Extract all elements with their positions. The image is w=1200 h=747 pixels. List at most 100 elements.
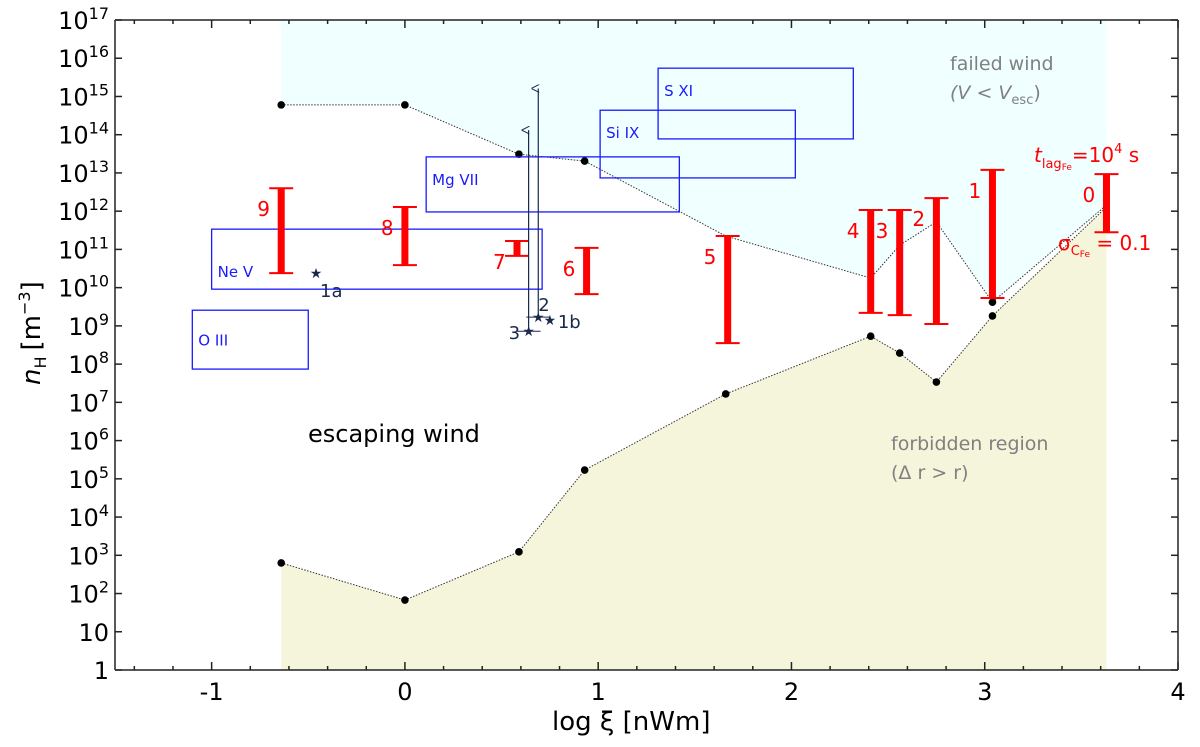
- error-bar-label: 3: [876, 219, 889, 243]
- upper-boundary-point: [401, 101, 409, 109]
- y-tick-exponent: 10: [89, 272, 109, 291]
- y-tick-label: 1016: [58, 42, 109, 73]
- y-tick-exponent: 17: [89, 4, 109, 23]
- ion-box: [210, 228, 543, 290]
- y-axis-title-main: n: [17, 369, 47, 385]
- error-bar-label: 6: [563, 257, 576, 281]
- star-icon: ★: [544, 313, 557, 329]
- ion-box: [657, 67, 854, 140]
- y-tick-label: 105: [68, 463, 109, 494]
- y-tick-base: 10: [58, 122, 89, 150]
- y-tick-label: 10: [78, 619, 109, 647]
- upper-boundary-line: [281, 104, 1107, 303]
- y-tick-exponent: 16: [89, 42, 109, 61]
- y-tick-exponent: 13: [89, 157, 109, 176]
- upper-boundary-point: [515, 150, 523, 159]
- lower-boundary-point: [580, 466, 589, 474]
- upper-boundary-point: [580, 157, 589, 165]
- tlag-subsub: Fe: [1062, 163, 1073, 173]
- error-bar-label: 5: [704, 245, 717, 269]
- error-bar-label: 4: [847, 219, 860, 243]
- tlag-main: t: [1034, 143, 1043, 167]
- ion-box-label: Mg VII: [432, 171, 478, 189]
- tlag-annotation: tlagFe=104 s: [1034, 142, 1139, 173]
- y-axis-title-unit-close: ]: [17, 281, 47, 291]
- y-tick-exponent: 4: [99, 501, 109, 520]
- y-tick-label: 104: [68, 501, 109, 532]
- y-tick-label: 1017: [58, 4, 109, 35]
- x-tick-label: -1: [200, 678, 224, 706]
- y-axis-title-sub: H: [31, 356, 50, 368]
- y-tick-label: 1: [94, 657, 109, 685]
- y-tick-label: 1013: [58, 157, 109, 188]
- y-axis-title-unit-exp: −3: [15, 291, 34, 315]
- y-axis-title-unit: [m: [17, 315, 47, 350]
- y-tick-base: 10: [68, 389, 99, 417]
- y-tick-label: 109: [68, 310, 109, 341]
- y-tick-base: 10: [68, 504, 99, 532]
- y-tick-base: 10: [68, 313, 99, 341]
- y-tick-exponent: 3: [99, 539, 109, 558]
- y-tick-label: 1015: [58, 80, 109, 111]
- error-bar-label: 2: [912, 207, 925, 231]
- y-tick-exponent: 2: [99, 578, 109, 597]
- y-tick-label: 107: [68, 386, 109, 417]
- ion-box-label: Ne V: [218, 263, 254, 281]
- failed-wind-condition-end: ): [1033, 82, 1040, 104]
- error-bar-label: 1: [968, 179, 981, 203]
- y-tick-exponent: 6: [99, 425, 109, 444]
- x-tick-label: 3: [977, 678, 992, 706]
- y-tick-exponent: 7: [99, 386, 109, 405]
- y-tick-exponent: 11: [89, 233, 109, 252]
- lower-boundary-point: [721, 390, 730, 398]
- y-tick-label: 1011: [58, 233, 109, 264]
- x-tick-label: 1: [591, 678, 606, 706]
- sigma-eq: = 0.1: [1090, 231, 1151, 255]
- y-tick-base: 10: [68, 542, 99, 570]
- y-tick-exponent: 8: [99, 348, 109, 367]
- y-tick-base: 10: [78, 619, 109, 647]
- y-tick-exponent: 9: [99, 310, 109, 329]
- failed-wind-condition-sub: esc: [1011, 93, 1033, 108]
- lower-boundary-point: [932, 378, 941, 386]
- y-tick-base: 10: [58, 83, 89, 111]
- y-tick-base: 1: [94, 657, 109, 685]
- lower-boundary-point: [866, 332, 875, 341]
- y-tick-base: 10: [68, 466, 99, 494]
- error-bar-label: 8: [381, 216, 394, 240]
- lower-boundary-point: [988, 312, 997, 320]
- star-icon: ★: [310, 266, 323, 282]
- x-tick-label: 2: [784, 678, 799, 706]
- ion-box-label: S XI: [664, 82, 693, 100]
- y-axis-title: nH [m−3]: [15, 281, 50, 385]
- star-label: 2: [538, 295, 549, 316]
- y-tick-exponent: 14: [89, 119, 109, 138]
- y-tick-base: 10: [68, 428, 99, 456]
- sigma-main: σ: [1058, 231, 1071, 255]
- sigma-subsub: Fe: [1080, 250, 1091, 260]
- star-label: 1b: [558, 312, 581, 333]
- tlag-sub: lag: [1042, 157, 1062, 172]
- y-tick-label: 1012: [58, 195, 109, 226]
- lower-boundary-point: [277, 559, 286, 567]
- forbidden-region: [281, 206, 1107, 670]
- failed-wind-label: failed wind: [950, 53, 1054, 75]
- failed-wind-condition: (V < Vesc): [950, 82, 1041, 108]
- star-label: 3: [509, 323, 520, 344]
- stars: ★1a★2★1b★3: [310, 88, 581, 344]
- y-tick-base: 10: [58, 236, 89, 264]
- upper-boundary-point: [988, 298, 997, 306]
- y-tick-label: 1014: [58, 119, 109, 150]
- lower-boundary-point: [515, 548, 523, 556]
- y-tick-label: 106: [68, 425, 109, 456]
- star-icon: ★: [532, 310, 545, 326]
- y-tick-base: 10: [58, 45, 89, 73]
- failed-wind-condition-main: (V < V: [950, 82, 1013, 104]
- y-tick-label: 1010: [58, 272, 109, 303]
- lower-boundary-point: [895, 349, 904, 357]
- sigma-annotation: σCFe = 0.1: [1058, 231, 1151, 260]
- lower-boundary-point: [401, 596, 409, 604]
